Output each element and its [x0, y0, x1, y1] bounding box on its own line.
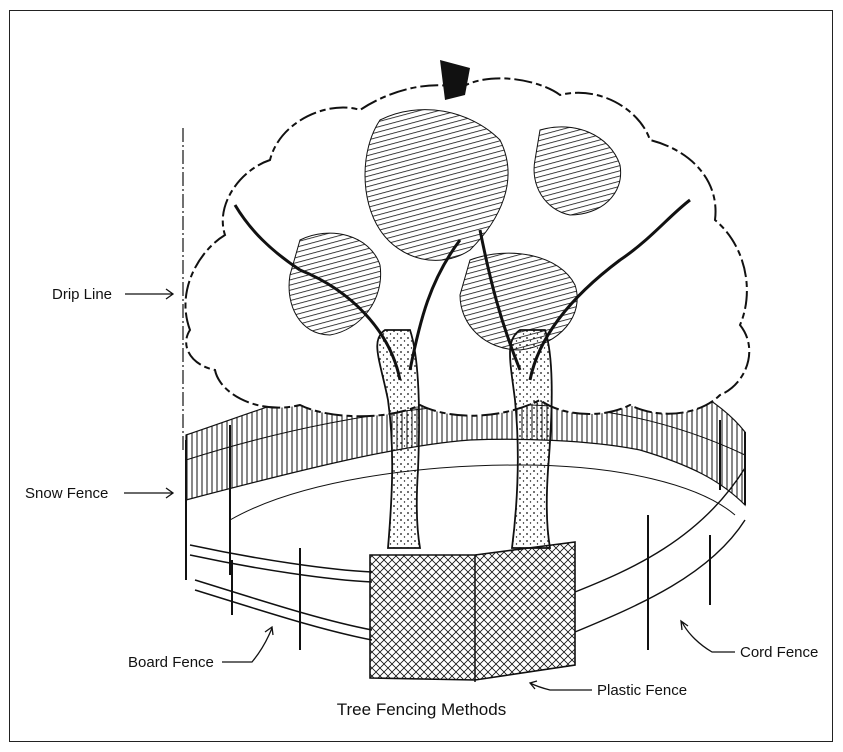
tree-canopy: [185, 60, 749, 416]
cord-fence-label: Cord Fence: [740, 645, 818, 660]
board-fence-drawing: [190, 545, 372, 650]
cord-fence-drawing: [575, 468, 745, 650]
snow-fence-label: Snow Fence: [25, 486, 108, 501]
ground-area: [230, 465, 735, 520]
drip-line-label: Drip Line: [52, 287, 112, 302]
plastic-fence-label: Plastic Fence: [597, 683, 687, 698]
board-fence-label: Board Fence: [128, 655, 214, 670]
plastic-fence-drawing: [370, 542, 575, 682]
figure-caption: Tree Fencing Methods: [0, 700, 843, 720]
